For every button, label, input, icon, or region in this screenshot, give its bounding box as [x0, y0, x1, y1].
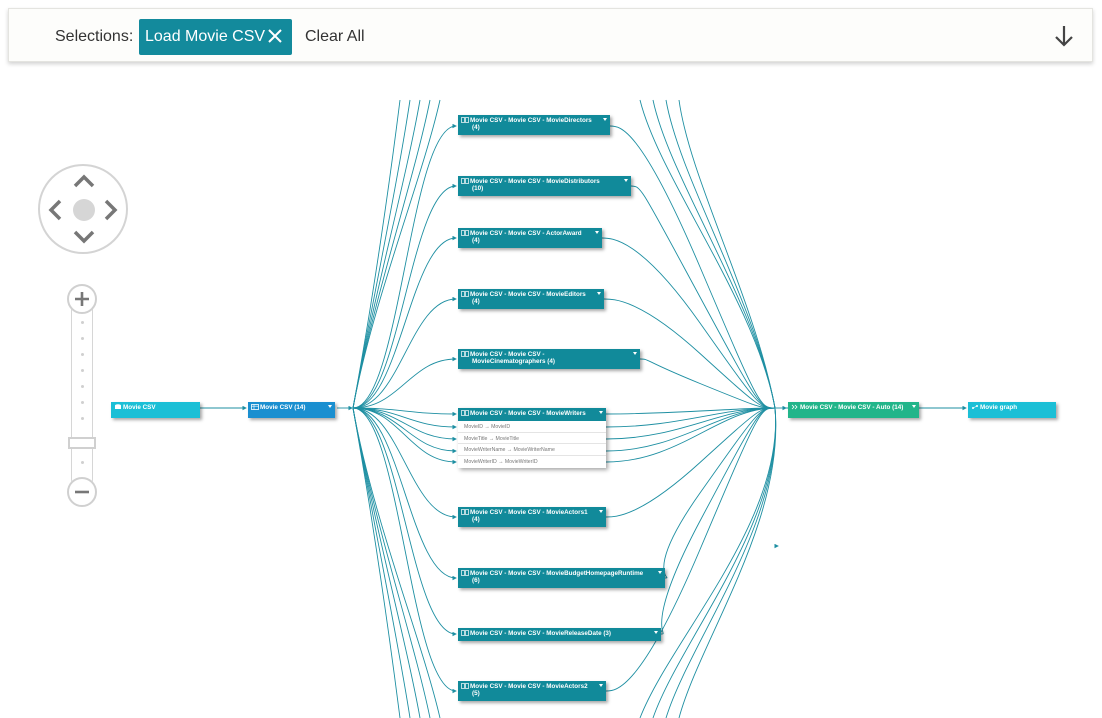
plus-icon — [75, 292, 89, 306]
edge — [639, 358, 776, 409]
edge — [603, 298, 776, 409]
node-load-csv[interactable]: Movie CSV (14) — [248, 402, 335, 418]
edge — [665, 407, 777, 718]
edge — [660, 407, 776, 635]
edge — [609, 125, 776, 409]
mapping-icon — [461, 291, 469, 298]
edge — [352, 407, 411, 718]
node-movie-release-date[interactable]: Movie CSV - Movie CSV - MovieReleaseDate… — [458, 628, 661, 641]
edge — [678, 99, 776, 409]
pan-control — [38, 164, 128, 254]
selections-label: Selections: — [55, 28, 134, 45]
edge — [678, 407, 777, 718]
arrow-down-icon[interactable] — [1052, 23, 1076, 49]
close-icon[interactable] — [266, 26, 284, 46]
selections-bar: Selections: Load Movie CSV Clear All — [8, 8, 1093, 62]
edge — [652, 99, 776, 409]
edge — [352, 235, 457, 409]
chevron-up-icon[interactable] — [71, 169, 97, 195]
node-movie-directors[interactable]: Movie CSV - Movie CSV - MovieDirectors(4… — [458, 115, 610, 135]
edge — [352, 407, 457, 694]
chevron-down-icon[interactable] — [71, 223, 97, 249]
edge — [352, 407, 457, 520]
caret-down-icon[interactable] — [599, 510, 603, 513]
mapping-icon — [461, 410, 469, 417]
node-movie-cinematographers[interactable]: Movie CSV - Movie CSV -MovieCinematograp… — [458, 349, 640, 369]
field-mapping-row[interactable]: MovieTitle → MovieTitle — [458, 433, 606, 444]
caret-down-icon[interactable] — [654, 631, 658, 634]
caret-down-icon[interactable] — [912, 405, 916, 408]
zoom-in-button[interactable] — [67, 284, 97, 314]
caret-down-icon[interactable] — [328, 405, 332, 408]
caret-down-icon[interactable] — [633, 352, 637, 355]
mapping-icon — [461, 683, 469, 690]
pan-center[interactable] — [73, 199, 95, 221]
node-movie-writers[interactable]: Movie CSV - Movie CSV - MovieWriters Mov… — [458, 408, 606, 468]
graph-icon — [972, 405, 978, 410]
minus-icon — [75, 490, 89, 494]
node-source[interactable]: Movie CSV — [111, 402, 200, 418]
edge — [630, 185, 776, 409]
zoom-out-button[interactable] — [67, 477, 97, 507]
database-icon — [115, 404, 121, 410]
edge — [352, 123, 457, 409]
mapping-icon — [461, 630, 469, 637]
caret-down-icon[interactable] — [599, 411, 603, 414]
edge — [352, 183, 457, 409]
chevron-left-icon[interactable] — [43, 197, 69, 223]
node-movie-graph[interactable]: Movie graph — [968, 402, 1056, 418]
clear-all-button[interactable]: Clear All — [305, 28, 365, 45]
edge — [652, 407, 777, 718]
node-movie-distributors[interactable]: Movie CSV - Movie CSV - MovieDistributor… — [458, 176, 631, 196]
edge — [601, 237, 776, 409]
edge — [352, 407, 457, 465]
chevron-right-icon[interactable] — [97, 197, 123, 223]
zoom-slider-track[interactable] — [71, 300, 93, 490]
node-movie-writers-header[interactable]: Movie CSV - Movie CSV - MovieWriters — [458, 408, 606, 421]
node-movie-actors2[interactable]: Movie CSV - Movie CSV - MovieActors2(5) — [458, 681, 606, 701]
edge — [352, 407, 457, 637]
field-mapping-row[interactable]: MovieWriterID → MovieWriterID — [464, 458, 538, 465]
selection-chip[interactable]: Load Movie CSV — [139, 19, 292, 55]
edge — [605, 407, 776, 518]
zoom-slider-handle[interactable] — [68, 437, 96, 449]
node-movie-budget-homepage-runtime[interactable]: Movie CSV - Movie CSV - MovieBudgetHomep… — [458, 568, 665, 588]
caret-down-icon[interactable] — [597, 292, 601, 295]
field-mapping-row[interactable]: MovieID → MovieID — [458, 421, 606, 433]
edge — [352, 99, 411, 409]
node-actor-award[interactable]: Movie CSV - Movie CSV - ActorAward(4) — [458, 228, 602, 248]
edge — [352, 296, 457, 409]
caret-down-icon[interactable] — [603, 118, 607, 121]
edge — [639, 407, 777, 718]
edge — [665, 99, 776, 409]
mapping-icon — [461, 117, 469, 124]
edge — [352, 407, 441, 718]
edge — [352, 99, 441, 409]
selection-chip-label: Load Movie CSV — [145, 28, 266, 45]
mapping-icon — [461, 509, 469, 516]
auto-mapping-icon — [791, 405, 798, 410]
edge — [605, 407, 776, 463]
node-movie-editors[interactable]: Movie CSV - Movie CSV - MovieEditors(4) — [458, 289, 604, 309]
mapping-icon — [461, 178, 469, 185]
mapping-icon — [461, 351, 469, 358]
edge — [352, 356, 457, 409]
edge — [605, 407, 776, 692]
node-auto[interactable]: Movie CSV - Movie CSV - Auto (14) — [788, 402, 919, 418]
caret-down-icon[interactable] — [624, 179, 628, 182]
edge — [352, 99, 401, 409]
field-mapping-row[interactable]: MovieWriterName → MovieWriterName — [458, 444, 606, 456]
node-movie-actors1[interactable]: Movie CSV - Movie CSV - MovieActors1(4) — [458, 507, 606, 527]
mapping-icon — [461, 230, 469, 237]
mapping-icon — [461, 570, 469, 577]
caret-down-icon[interactable] — [595, 231, 599, 234]
edge — [639, 99, 776, 409]
edge — [663, 407, 776, 579]
caret-down-icon[interactable] — [599, 684, 603, 687]
caret-down-icon[interactable] — [658, 571, 662, 574]
edge — [352, 407, 457, 581]
table-icon — [251, 404, 259, 411]
